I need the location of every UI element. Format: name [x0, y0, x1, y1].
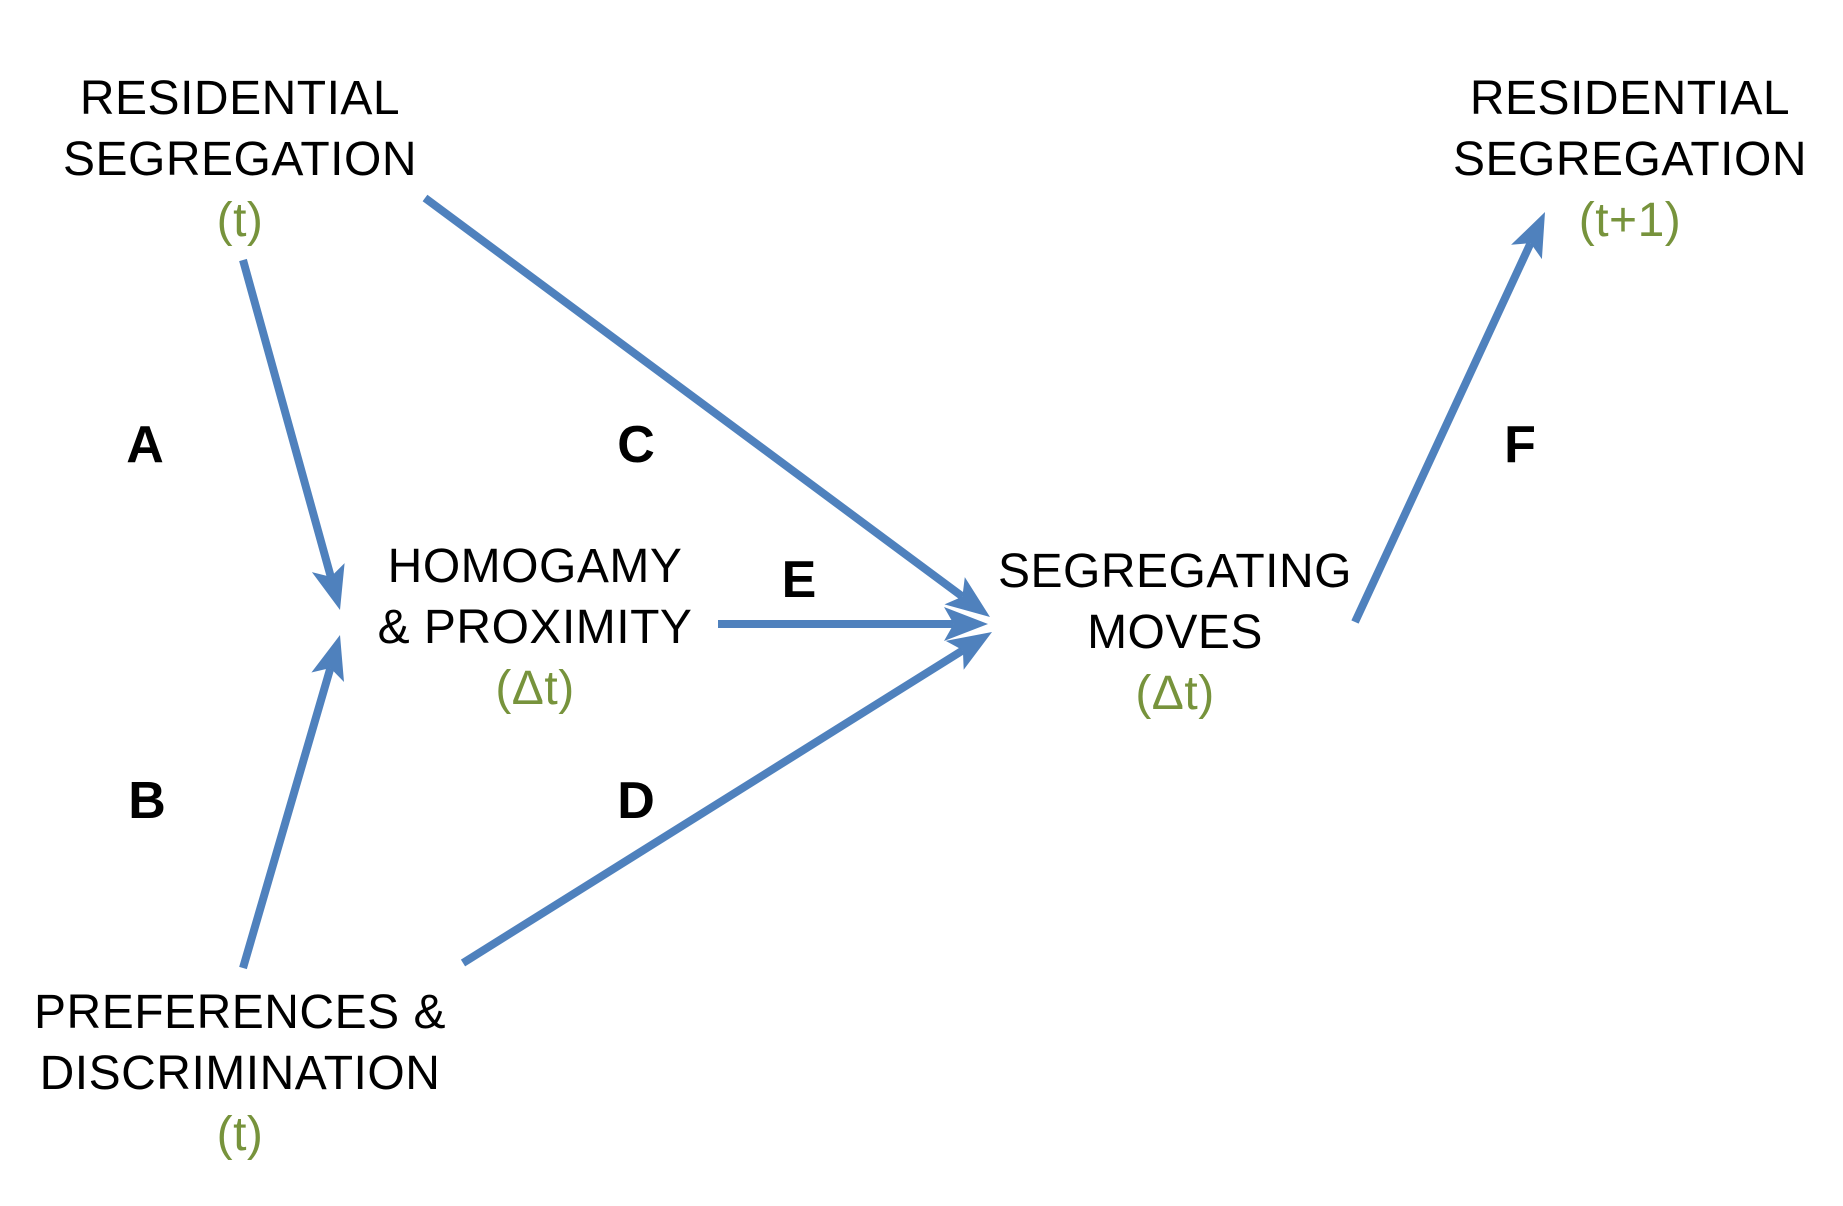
node-label-line: DISCRIMINATION: [39, 1047, 441, 1100]
arrow-head: [944, 577, 990, 617]
node-homogamy-proximity: HOMOGAMY & PROXIMITY (Δt): [355, 536, 715, 719]
arrow-a: [239, 258, 345, 610]
arrow-head: [945, 632, 992, 670]
edge-label-e: E: [781, 551, 817, 609]
node-label-line: SEGREGATION: [63, 133, 417, 186]
node-residential-segregation-t: RESIDENTIAL SEGREGATION (t): [40, 68, 440, 251]
node-label-line: HOMOGAMY: [387, 540, 683, 593]
edge-label-c: C: [617, 416, 655, 474]
time-label: (t+1): [1578, 194, 1682, 247]
node-residential-segregation-t1: RESIDENTIAL SEGREGATION (t+1): [1430, 68, 1830, 251]
time-label: (Δt): [495, 662, 575, 715]
arrow-c: [422, 194, 990, 617]
arrow-head: [311, 563, 345, 610]
node-label-line: RESIDENTIAL: [1469, 72, 1791, 125]
time-label: (Δt): [1135, 667, 1215, 720]
time-label: (t): [216, 194, 264, 247]
arrow-f: [1351, 212, 1545, 624]
arrow-shaft: [239, 666, 335, 970]
arrow-e: [718, 607, 988, 641]
arrow-b: [239, 635, 344, 970]
edge-label-f: F: [1504, 416, 1536, 474]
time-label: (t): [216, 1108, 264, 1161]
arrow-head: [1511, 212, 1545, 260]
arrow-head: [311, 635, 344, 682]
node-label-line: SEGREGATION: [1453, 133, 1807, 186]
node-label-line: PREFERENCES &: [34, 986, 446, 1039]
node-label-line: RESIDENTIAL: [79, 72, 401, 125]
node-label-line: MOVES: [1087, 606, 1263, 659]
edge-label-b: B: [128, 772, 166, 830]
arrow-shaft: [422, 194, 965, 600]
node-segregating-moves: SEGREGATING MOVES (Δt): [985, 541, 1365, 724]
arrow-d: [460, 632, 992, 967]
arrow-shaft: [460, 646, 966, 967]
edge-label-a: A: [126, 416, 164, 474]
arrow-shaft: [1351, 241, 1535, 624]
node-label-line: & PROXIMITY: [377, 601, 693, 654]
edge-label-d: D: [617, 772, 655, 830]
arrow-shaft: [239, 258, 335, 578]
node-preferences-discrimination: PREFERENCES & DISCRIMINATION (t): [20, 982, 460, 1165]
arrow-head: [944, 607, 988, 641]
node-label-line: SEGREGATING: [998, 545, 1352, 598]
